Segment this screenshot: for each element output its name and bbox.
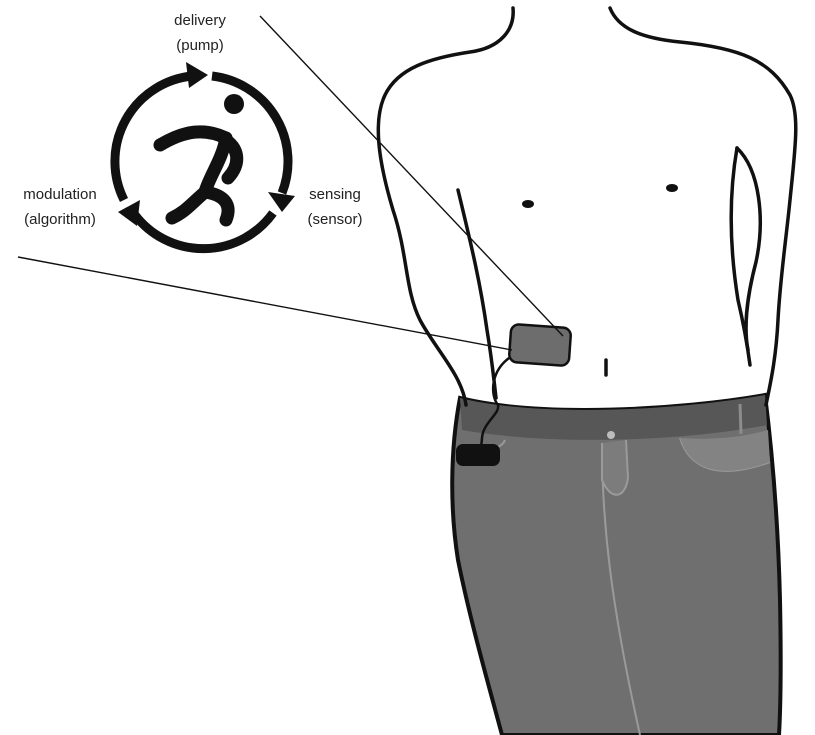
jeans-button [607, 431, 615, 439]
fly-stitch [602, 440, 628, 495]
cycle-arc-bottom [135, 213, 273, 249]
person-body [205, 138, 226, 192]
left-nipple [522, 200, 534, 208]
sensing-label: sensing [309, 186, 361, 203]
person-head [224, 94, 244, 114]
modulation-sub-label: (algorithm) [24, 211, 96, 228]
running-person-icon [160, 94, 244, 220]
left-arm [458, 190, 496, 398]
controller-device [457, 445, 499, 465]
neck-left [378, 8, 513, 405]
person-back-leg [172, 192, 205, 218]
delivery-leader [260, 16, 563, 336]
arrowhead-right [268, 192, 295, 212]
neck-right [610, 8, 796, 405]
right-arm-inner [737, 148, 760, 350]
delivery-label: delivery [174, 12, 226, 29]
person-arm [160, 132, 226, 145]
right-nipple [666, 184, 678, 192]
patch-pump [509, 324, 572, 366]
arrowhead-top [186, 62, 208, 88]
sensing-sub-label: (sensor) [307, 211, 362, 228]
belt-loop [740, 404, 741, 434]
modulation-leader [18, 257, 512, 350]
person-back-arm [226, 140, 237, 178]
arrowhead-left [118, 200, 140, 226]
circular-arrows-icon [115, 62, 295, 249]
delivery-sub-label: (pump) [176, 37, 224, 54]
jeans [452, 395, 780, 735]
modulation-label: modulation [23, 186, 96, 203]
